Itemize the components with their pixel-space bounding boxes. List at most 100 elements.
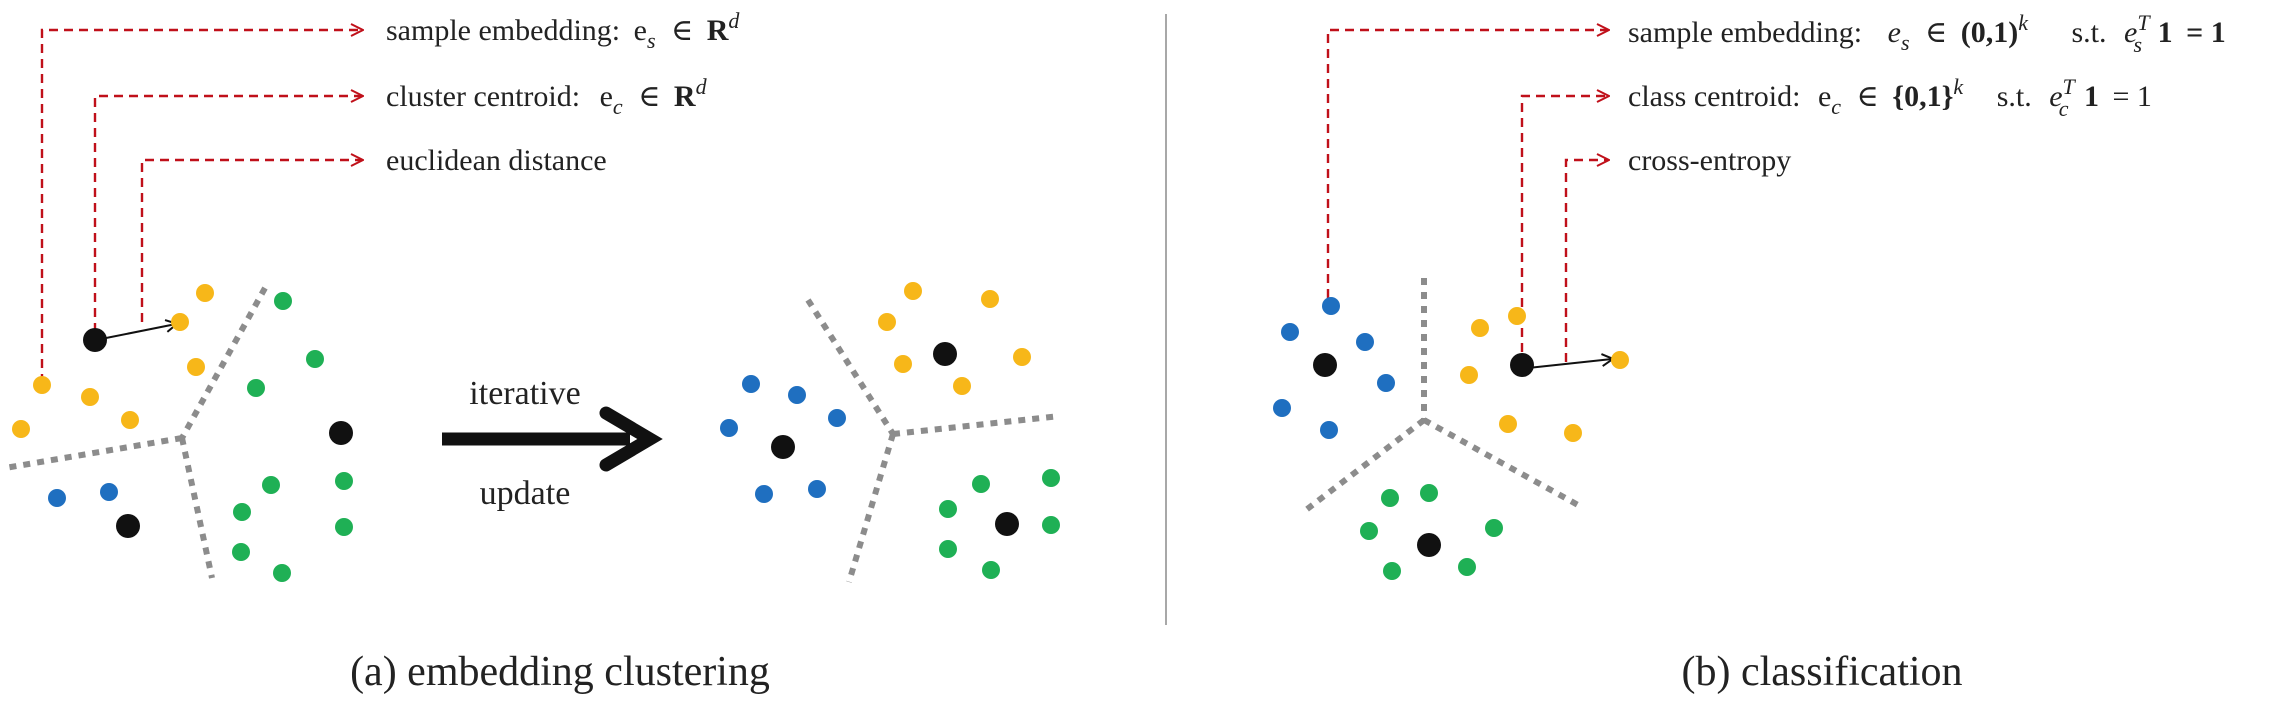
blue-point <box>742 375 760 393</box>
yellow-point <box>981 290 999 308</box>
yellow-point <box>1471 319 1489 337</box>
centroid-point <box>995 512 1019 536</box>
green-point <box>1042 516 1060 534</box>
guide-euclidean-distance <box>140 160 362 322</box>
yellow-point <box>1499 415 1517 433</box>
green-point <box>1381 489 1399 507</box>
green-point <box>273 564 291 582</box>
green-point <box>1042 469 1060 487</box>
panel-a-left-points <box>12 284 353 582</box>
green-point <box>335 472 353 490</box>
centroid-point <box>1417 533 1441 557</box>
green-point <box>939 500 957 518</box>
cluster-centroid-label: cluster centroid: ec ∈ Rd <box>386 74 708 121</box>
distance-arrow <box>96 324 176 340</box>
panel-a: sample embedding: es ∈ Rd cluster centro… <box>4 8 1061 695</box>
green-point <box>232 543 250 561</box>
yellow-point <box>953 377 971 395</box>
yellow-point <box>33 376 51 394</box>
green-point <box>262 476 280 494</box>
boundary-line <box>1300 417 1426 516</box>
yellow-point <box>1564 424 1582 442</box>
yellow-point <box>894 355 912 373</box>
panel-a-left-boundaries <box>4 286 268 579</box>
blue-point <box>1322 297 1340 315</box>
boundary-line <box>892 413 1061 437</box>
panel-b-boundaries <box>1300 278 1580 516</box>
panel-a-guides <box>40 30 362 383</box>
blue-point <box>828 409 846 427</box>
yellow-point <box>187 358 205 376</box>
panel-b-points <box>1273 297 1629 580</box>
blue-point <box>788 386 806 404</box>
green-point <box>939 540 957 558</box>
panel-b-guides <box>1326 30 1608 362</box>
centroid-point <box>933 342 957 366</box>
green-point <box>1458 558 1476 576</box>
cross-entropy-arrow <box>1528 359 1612 368</box>
update-label: update <box>480 475 571 512</box>
green-point <box>982 561 1000 579</box>
guide-cross-entropy <box>1564 160 1608 362</box>
centroid-point <box>1313 353 1337 377</box>
green-point <box>306 350 324 368</box>
boundary-line <box>4 435 183 471</box>
green-point <box>1420 484 1438 502</box>
guide-sample-embedding <box>1326 30 1608 298</box>
sample-embedding-label: sample embedding: es ∈ Rd <box>386 8 740 55</box>
green-point <box>247 379 265 397</box>
panel-a-caption: (a) embedding clustering <box>350 649 770 695</box>
green-point <box>972 475 990 493</box>
yellow-point <box>171 313 189 331</box>
blue-point <box>720 419 738 437</box>
yellow-point <box>81 388 99 406</box>
yellow-point <box>1460 366 1478 384</box>
blue-point <box>1273 399 1291 417</box>
yellow-point <box>1013 348 1031 366</box>
guide-cluster-centroid <box>93 96 362 332</box>
guide-sample-embedding <box>40 30 362 383</box>
green-point <box>1383 562 1401 580</box>
iterative-label: iterative <box>469 375 580 412</box>
yellow-point <box>878 313 896 331</box>
boundary-line <box>179 437 215 579</box>
centroid-point <box>1510 353 1534 377</box>
blue-point <box>100 483 118 501</box>
green-point <box>335 518 353 536</box>
blue-point <box>808 480 826 498</box>
panel-a-right-points <box>720 282 1060 579</box>
yellow-point <box>1611 351 1629 369</box>
iterative-update-arrow <box>442 406 663 472</box>
yellow-point <box>12 420 30 438</box>
centroid-point <box>771 435 795 459</box>
green-point <box>1485 519 1503 537</box>
yellow-point <box>196 284 214 302</box>
boundary-line <box>1422 417 1580 508</box>
yellow-point <box>1508 307 1526 325</box>
blue-point <box>1320 421 1338 439</box>
blue-point <box>1281 323 1299 341</box>
blue-point <box>48 489 66 507</box>
blue-point <box>1377 374 1395 392</box>
green-point <box>233 503 251 521</box>
green-point <box>274 292 292 310</box>
guide-class-centroid <box>1520 96 1608 352</box>
centroid-point <box>83 328 107 352</box>
centroid-point <box>329 421 353 445</box>
yellow-point <box>121 411 139 429</box>
boundary-line <box>179 286 268 440</box>
cross-entropy-label: cross-entropy <box>1628 144 1791 177</box>
blue-point <box>755 485 773 503</box>
boundary-line <box>846 433 896 583</box>
centroid-point <box>116 514 140 538</box>
yellow-point <box>904 282 922 300</box>
blue-point <box>1356 333 1374 351</box>
panel-b-caption: (b) classification <box>1681 649 1962 695</box>
euclidean-distance-label: euclidean distance <box>386 144 607 177</box>
green-point <box>1360 522 1378 540</box>
panel-a-right-boundaries <box>805 298 1061 583</box>
